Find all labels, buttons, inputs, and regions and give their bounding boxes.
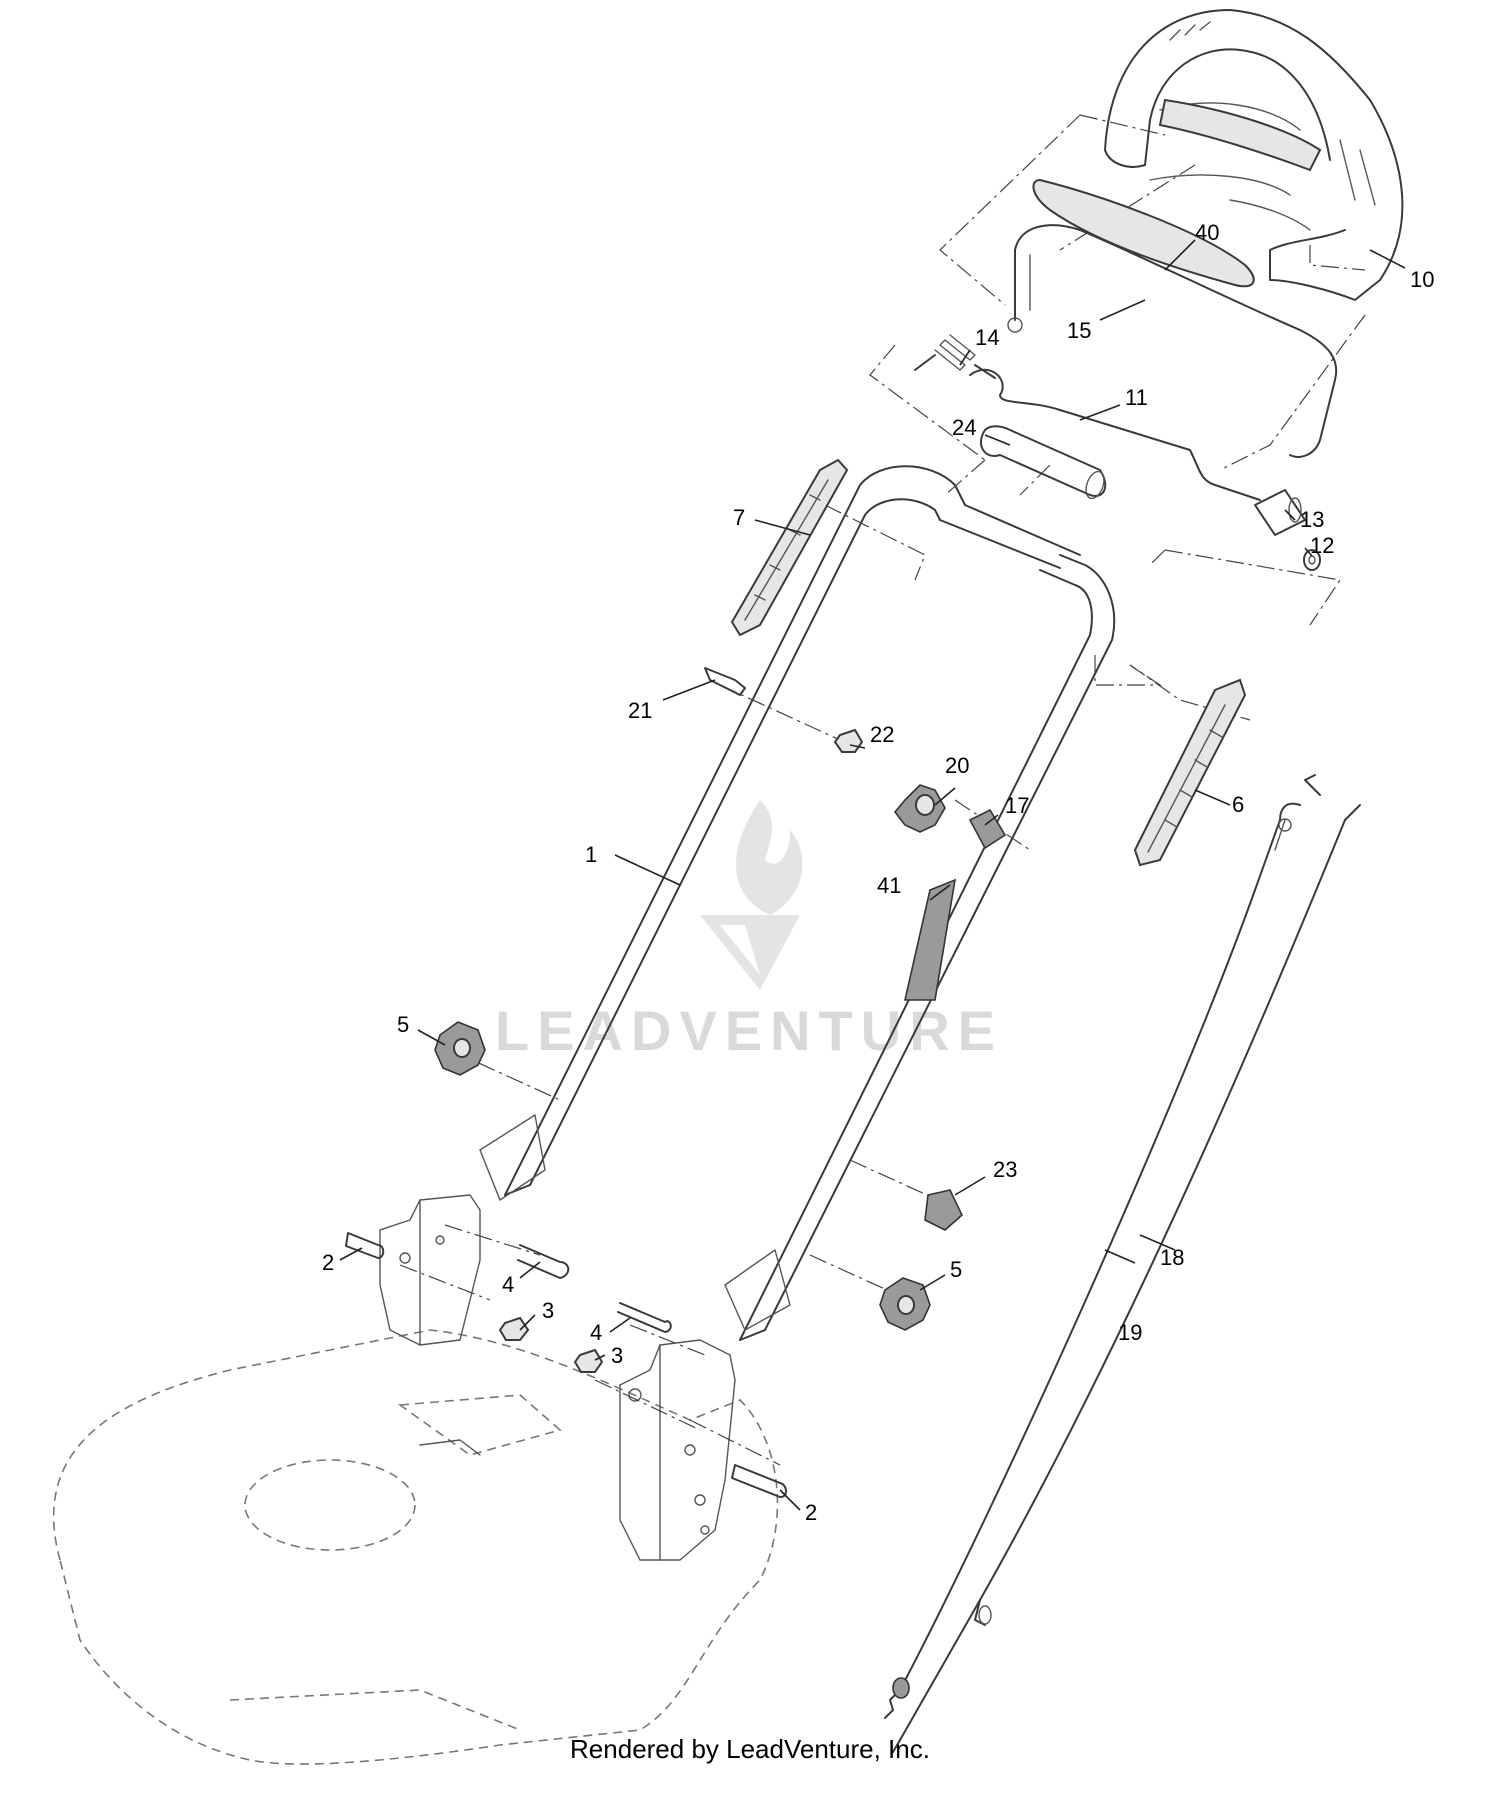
callout-5-left: 5 [397, 1012, 409, 1037]
cable-guide-left [730, 458, 849, 637]
control-cable-front [884, 774, 1321, 1719]
callout-2-left: 2 [322, 1250, 334, 1275]
footer-credit: Rendered by LeadVenture, Inc. [570, 1734, 930, 1764]
callout-14: 14 [975, 325, 999, 350]
control-rod [969, 368, 1261, 501]
assembly-lines [399, 114, 1366, 1466]
callout-15: 15 [1067, 318, 1091, 343]
callout-23: 23 [993, 1157, 1017, 1182]
clevis-pin-right [731, 1464, 787, 1498]
watermark-v-icon [700, 915, 800, 990]
washer-part [1303, 549, 1321, 571]
decal-part [903, 878, 957, 1001]
callout-18: 18 [1160, 1245, 1184, 1270]
callout-21: 21 [628, 698, 652, 723]
right-handle-bracket [619, 1339, 736, 1561]
shoulder-bolt-left [517, 1244, 570, 1279]
clip-pin-part [704, 667, 746, 696]
callout-40: 40 [1195, 220, 1219, 245]
bushing-part [1254, 489, 1306, 536]
bail-bar [1014, 224, 1338, 458]
callout-20: 20 [945, 753, 969, 778]
callout-labels: 10 40 15 14 11 24 13 12 7 21 22 20 17 6 … [322, 220, 1434, 1525]
callout-24: 24 [952, 415, 976, 440]
lower-knob-right [879, 1277, 931, 1331]
callout-11: 11 [1125, 385, 1148, 410]
cable-clip-part [968, 808, 1007, 850]
lock-nut-part [833, 728, 864, 753]
grip-upper-plate [1158, 98, 1322, 172]
flange-nut-right [573, 1348, 604, 1373]
callout-7: 7 [733, 505, 745, 530]
bail-pivot-left [1007, 317, 1023, 333]
spring-part [914, 334, 996, 379]
lower-knob-left [434, 1021, 486, 1076]
callout-17: 17 [1005, 793, 1029, 818]
callout-13: 13 [1300, 507, 1324, 532]
callout-22: 22 [870, 722, 894, 747]
callout-12: 12 [1310, 533, 1334, 558]
upper-knob-part [893, 784, 946, 833]
callout-41: 41 [877, 873, 901, 898]
lower-handle-frame [479, 465, 1116, 1341]
callout-1: 1 [585, 842, 597, 867]
callout-4-right: 4 [590, 1320, 602, 1345]
watermark-text: LEADVENTURE [495, 999, 1003, 1062]
cable-guide-right [1133, 678, 1247, 867]
shoulder-bolt-right [617, 1302, 672, 1333]
callout-6: 6 [1232, 792, 1244, 817]
grip-bar-part [1032, 178, 1255, 288]
callout-2-right: 2 [805, 1500, 817, 1525]
mower-deck-outline [52, 1329, 779, 1765]
left-handle-bracket [379, 1194, 481, 1346]
clevis-pin-left [345, 1232, 385, 1259]
control-cable-rear [892, 804, 1361, 1753]
flange-nut-left [498, 1316, 530, 1341]
callout-19: 19 [1118, 1320, 1142, 1345]
pivot-bolt-part [924, 1189, 963, 1231]
watermark: LEADVENTURE [495, 800, 1003, 1062]
callout-10: 10 [1410, 267, 1434, 292]
leader-lines [339, 239, 1406, 1511]
callout-3-right: 3 [611, 1343, 623, 1368]
callout-4-left: 4 [502, 1272, 514, 1297]
watermark-flame-icon [736, 800, 803, 915]
callout-3-left: 3 [542, 1298, 554, 1323]
upper-handle [1104, 9, 1404, 301]
sleeve-part [980, 425, 1107, 500]
callout-5-right: 5 [950, 1257, 962, 1282]
